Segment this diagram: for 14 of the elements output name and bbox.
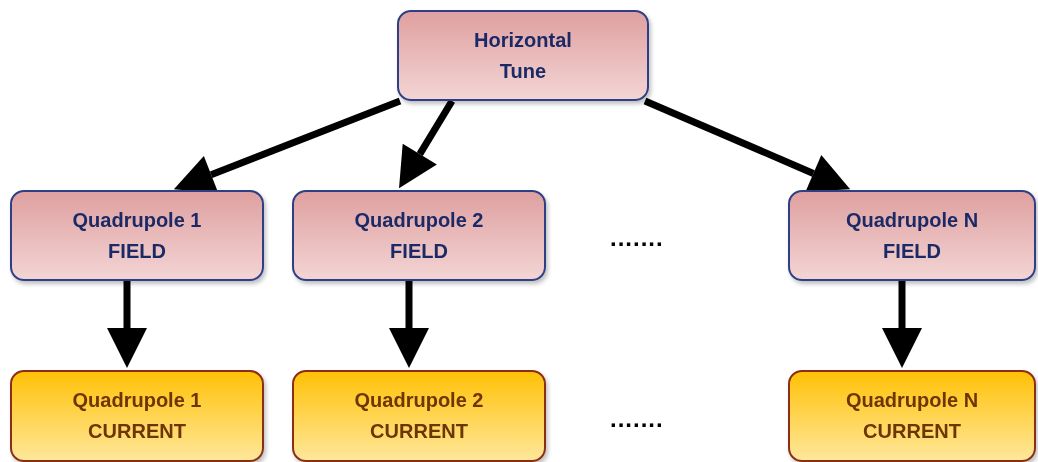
field-box: Quadrupole N FIELD bbox=[788, 190, 1036, 281]
arrow bbox=[643, 97, 851, 192]
ellipsis-dots: ....... bbox=[610, 224, 664, 252]
field-box: Horizontal Tune bbox=[397, 10, 649, 101]
current-box: Quadrupole 1 CURRENT bbox=[10, 370, 264, 462]
ellipsis-dots: ....... bbox=[610, 405, 664, 433]
field-box: Quadrupole 2 FIELD bbox=[292, 190, 546, 281]
arrow bbox=[399, 99, 455, 189]
arrow bbox=[882, 281, 922, 368]
arrow bbox=[107, 281, 147, 368]
current-box: Quadrupole 2 CURRENT bbox=[292, 370, 546, 462]
arrow bbox=[389, 281, 429, 368]
field-box: Quadrupole 1 FIELD bbox=[10, 190, 264, 281]
current-box: Quadrupole N CURRENT bbox=[788, 370, 1036, 462]
